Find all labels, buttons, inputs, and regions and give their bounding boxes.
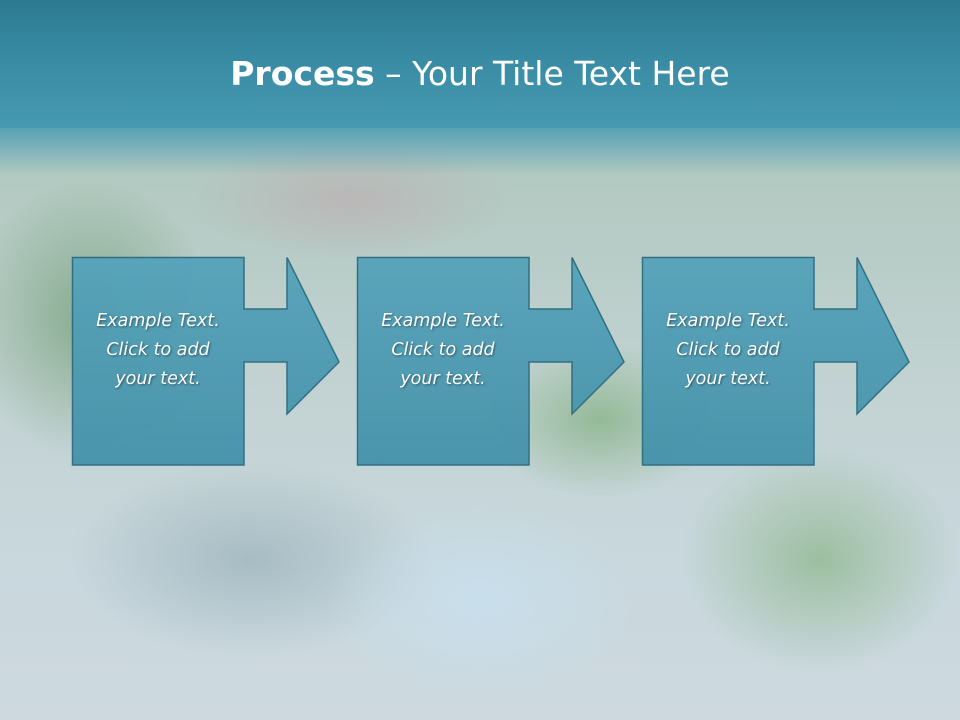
step-reflection [642,469,910,539]
step-text-line: Example Text. [381,311,505,331]
right-arrow-icon [71,256,340,466]
title-band-solid [0,0,960,128]
step-text-line: Example Text. [666,311,790,331]
step-reflection [72,469,340,539]
step-text-line: Click to add [676,340,780,360]
title-rest: – Your Title Text Here [374,54,730,93]
step-reflection [357,469,625,539]
step-text-line: Click to add [391,340,495,360]
right-arrow-icon [641,256,910,466]
step-text-line: Click to add [106,340,210,360]
slide-title[interactable]: Process – Your Title Text Here [0,52,960,96]
process-step-2[interactable]: Example Text. Click to add your text. [356,256,625,469]
step-text[interactable]: Example Text. Click to add your text. [642,307,814,394]
process-step-1[interactable]: Example Text. Click to add your text. [71,256,340,469]
right-arrow-icon [356,256,625,466]
step-text[interactable]: Example Text. Click to add your text. [357,307,529,394]
title-band [0,0,960,175]
step-text-line: your text. [115,369,201,389]
step-text-line: Example Text. [96,311,220,331]
step-text-line: your text. [400,369,486,389]
title-bold: Process [230,54,375,93]
process-step-3[interactable]: Example Text. Click to add your text. [641,256,910,469]
step-text[interactable]: Example Text. Click to add your text. [72,307,244,394]
step-text-line: your text. [685,369,771,389]
